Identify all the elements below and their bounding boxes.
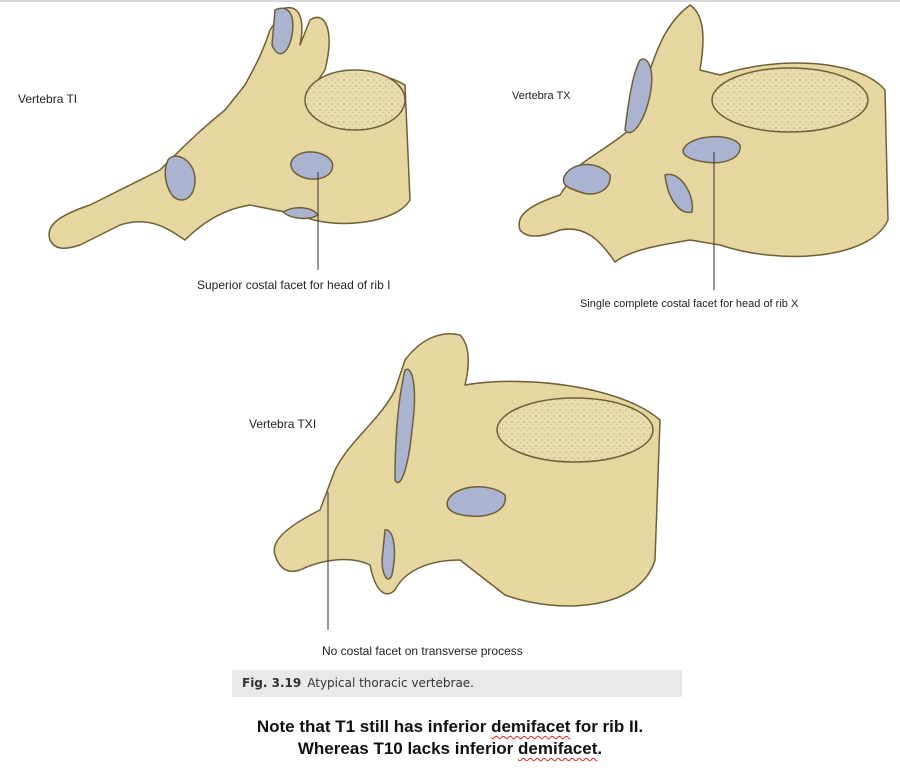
txi-callout: No costal facet on transverse process xyxy=(322,644,523,658)
top-border xyxy=(0,0,900,2)
tx-callout: Single complete costal facet for head of… xyxy=(580,298,799,310)
t1-title: Vertebra TI xyxy=(18,92,78,106)
note-text: for rib II. xyxy=(570,717,644,736)
note-text: . xyxy=(597,739,603,758)
spellcheck-word: demifacet xyxy=(491,717,571,736)
vertebra-txi-drawing xyxy=(273,333,661,607)
leader-lines xyxy=(317,152,715,630)
vertebra-tx-drawing xyxy=(518,4,889,263)
tx-title: Vertebra TX xyxy=(512,90,571,102)
txi-title: Vertebra TXI xyxy=(249,417,317,431)
spellcheck-word: demifacet xyxy=(518,739,598,758)
vertebra-t1-drawing xyxy=(48,6,411,250)
note-text: Note that T1 still has inferior xyxy=(256,717,492,736)
figure-caption: Fig. 3.19 Atypical thoracic vertebrae. xyxy=(232,670,682,697)
note-line-1: Note that T1 still has inferior demiface… xyxy=(0,717,900,737)
note-line-2: Whereas T10 lacks inferior demifacet. xyxy=(0,739,900,759)
figure-caption-text: Atypical thoracic vertebrae. xyxy=(307,676,474,690)
note-text: Whereas T10 lacks inferior xyxy=(297,739,519,758)
t1-callout: Superior costal facet for head of rib I xyxy=(197,278,391,292)
figure-number: Fig. 3.19 xyxy=(242,676,302,690)
